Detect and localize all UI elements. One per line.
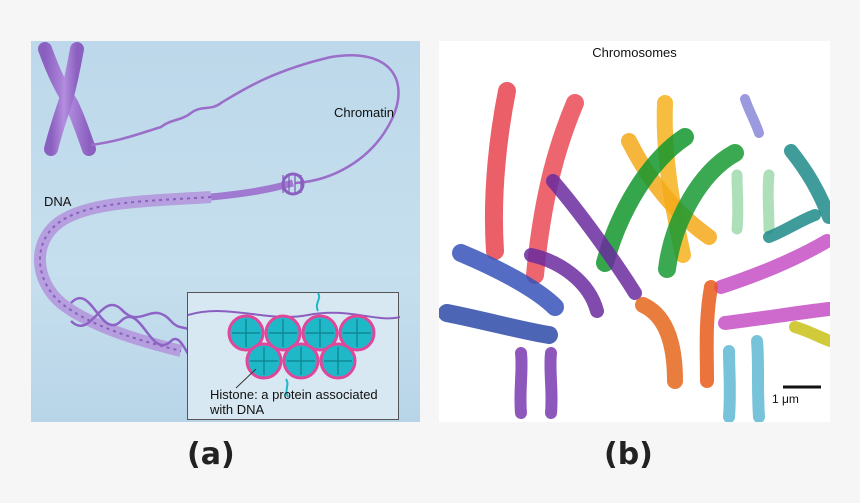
double-helix — [70, 296, 201, 372]
chromosome-orange-1 — [635, 297, 683, 389]
chromosomes-title: Chromosomes — [592, 45, 677, 60]
scale-bar-label: 1 μm — [772, 392, 799, 406]
chromosome-magenta-1 — [714, 234, 830, 294]
chromosome-lightgreen-2 — [762, 169, 775, 235]
chromosome-lavender — [740, 94, 764, 138]
dna-chromatin-illustration — [34, 42, 400, 372]
chromosome-yellow-2 — [621, 133, 717, 245]
chromatin-label: Chromatin — [334, 105, 394, 120]
chromosome-purple-3 — [514, 347, 528, 419]
panel-a-illustration: Chromatin DNA — [31, 41, 420, 422]
chromosome-lightblue-1 — [723, 345, 736, 422]
dna-label: DNA — [44, 194, 72, 209]
chromosome-orange-2 — [699, 280, 718, 388]
chromosome-purple-4 — [544, 347, 558, 419]
chromosome-micrograph — [439, 82, 830, 422]
chromosome-teal-1 — [784, 144, 830, 224]
chromosome-yellow-small — [789, 321, 830, 347]
chromosome-green-2 — [658, 144, 744, 278]
sublabel-b: (b) — [604, 437, 653, 472]
chromatin-coil — [210, 172, 305, 201]
chromosome-blue-2 — [439, 304, 558, 344]
chromosome-teal-2 — [763, 209, 821, 243]
chromosome-magenta-2 — [718, 302, 830, 330]
panel-b-micrograph: Chromosomes — [439, 41, 830, 422]
chromosome-purple-1 — [546, 174, 642, 300]
histone-group — [227, 314, 376, 380]
x-chromosome — [38, 42, 96, 156]
chromosome-purple-2 — [524, 248, 604, 318]
chromosome-red-1 — [484, 82, 516, 260]
chromosome-red-2 — [526, 94, 584, 284]
histone-inset: Histone: a protein associated with DNA — [187, 292, 400, 420]
histone-caption: Histone: a protein associated with DNA — [210, 387, 378, 417]
chromosome-lightblue-2 — [751, 335, 765, 422]
chromosome-blue-1 — [452, 244, 564, 316]
histone-diagram — [188, 293, 400, 398]
sublabel-a: (a) — [187, 437, 235, 472]
chromosome-lightgreen-1 — [731, 169, 744, 235]
